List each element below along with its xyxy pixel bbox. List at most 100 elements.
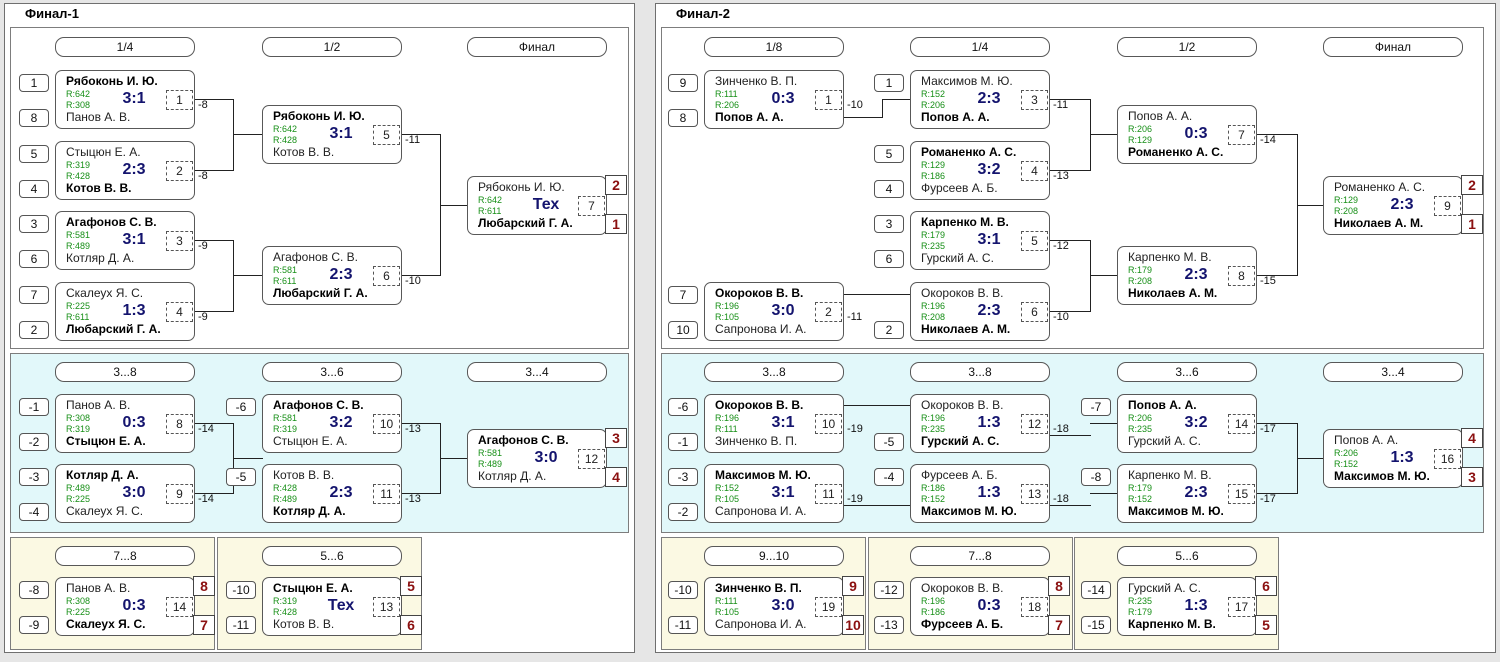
rating: R:206 (1334, 448, 1359, 458)
bracket-connector (233, 275, 263, 276)
rating: R:581 (273, 265, 298, 275)
match-number: 11 (373, 484, 400, 504)
bracket-connector (233, 134, 263, 135)
seed-box: 10 (668, 321, 698, 339)
bracket-connector (1050, 240, 1091, 241)
rating: R:111 (715, 424, 738, 434)
seed-box: 6 (874, 250, 904, 268)
player-name: Гурский А. С. (921, 251, 994, 265)
rating: R:235 (1128, 596, 1153, 606)
seed-box: 4 (874, 180, 904, 198)
rating: R:196 (921, 596, 946, 606)
bracket-connector (195, 423, 234, 424)
round-header: 5...6 (262, 546, 402, 566)
player-name: Гурский А. С. (921, 434, 1000, 448)
player-name: Рябоконь И. Ю. (273, 109, 365, 123)
rating: R:208 (921, 312, 946, 322)
bracket-connector (402, 423, 441, 424)
match-score: 2:3 (329, 484, 353, 501)
bracket-connector (195, 170, 234, 171)
match-number: 9 (166, 484, 193, 504)
loser-label: -10 (847, 99, 863, 111)
player-name: Карпенко М. В. (1128, 250, 1212, 264)
place-box: 5 (400, 576, 422, 596)
match-number: 17 (1228, 597, 1255, 617)
match-score: 2:3 (1184, 484, 1208, 501)
loser-label: -15 (1260, 275, 1276, 287)
player-name: Котов В. В. (273, 468, 335, 482)
seed-box: 8 (668, 109, 698, 127)
rating: R:208 (1334, 206, 1359, 216)
place-box: 4 (605, 467, 627, 487)
match-number: 18 (1021, 597, 1048, 617)
match-score: 1:3 (1184, 597, 1208, 614)
rating: R:642 (478, 195, 503, 205)
player-name: Карпенко М. В. (921, 215, 1009, 229)
player-name: Стыцюн Е. А. (273, 581, 353, 595)
seed-box: -4 (19, 503, 49, 521)
bracket-connector (1257, 134, 1298, 135)
rating: R:196 (715, 301, 740, 311)
player-name: Агафонов С. В. (66, 215, 157, 229)
player-name: Сапронова И. А. (715, 504, 807, 518)
bracket-connector (233, 458, 263, 459)
match-number: 6 (1021, 302, 1048, 322)
player-name: Романенко А. С. (921, 145, 1017, 159)
rating: R:308 (66, 413, 91, 423)
match-score: 0:3 (122, 597, 146, 614)
match-score: 3:1 (771, 484, 795, 501)
player-name: Максимов М. Ю. (921, 74, 1013, 88)
player-name: Попов А. А. (715, 110, 784, 124)
rating: R:489 (66, 483, 91, 493)
round-header: 7...8 (910, 546, 1050, 566)
seed-box: -11 (668, 616, 698, 634)
player-name: Окороков В. В. (921, 286, 1004, 300)
player-name: Окороков В. В. (921, 581, 1004, 595)
rating: R:196 (715, 413, 740, 423)
round-header: 5...6 (1117, 546, 1257, 566)
player-name: Скалеух Я. С. (66, 617, 146, 631)
rating: R:152 (1128, 494, 1153, 504)
place-box: 9 (842, 576, 864, 596)
match-number: 19 (815, 597, 842, 617)
player-name: Любарский Г. А. (478, 216, 573, 230)
rating: R:319 (66, 424, 91, 434)
match-score: Тех (327, 597, 355, 614)
rating: R:129 (1128, 135, 1153, 145)
player-name: Любарский Г. А. (273, 286, 368, 300)
seed-box: -11 (226, 616, 256, 634)
